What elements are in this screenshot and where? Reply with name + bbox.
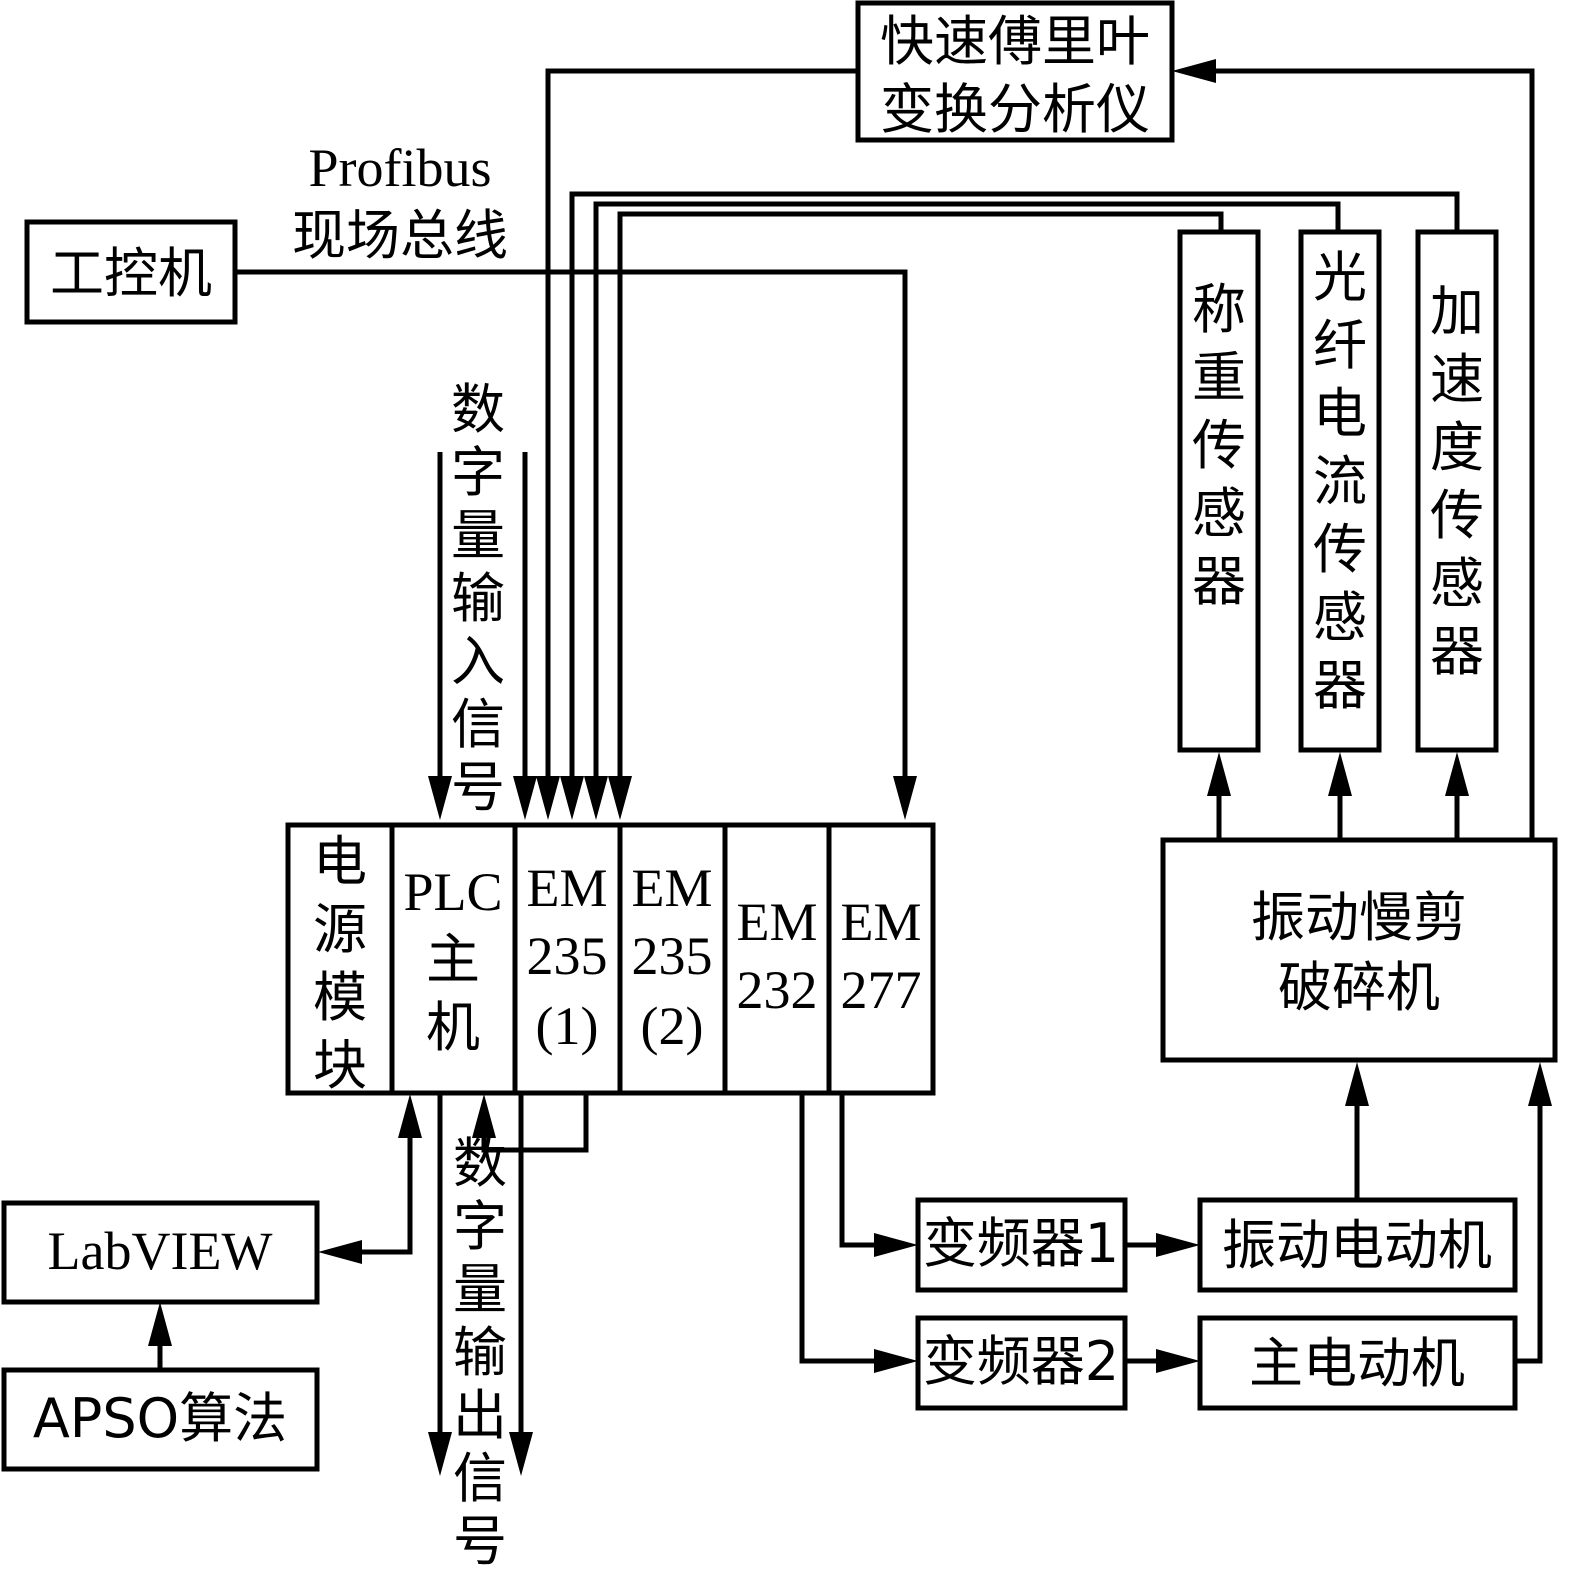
weighing-sensor-box: 称重传感器 xyxy=(1177,229,1261,753)
ipc-label: 工控机 xyxy=(50,242,212,305)
em232-to-inverter1-line xyxy=(839,1093,895,1248)
fft-analyzer-label-line1: 快速傅里叶 xyxy=(880,10,1150,73)
fieldbus-label: 现场总线 xyxy=(292,204,508,267)
apso-box: APSO算法 xyxy=(1,1367,320,1472)
arrow-accel xyxy=(560,776,584,820)
crusher-to-fft-line xyxy=(1195,68,1535,840)
arrow-digital-input-2 xyxy=(513,776,537,820)
fft-analyzer-label-line2: 变换分析仪 xyxy=(880,78,1150,141)
plc-rack: 电 源 模 块 PLC 主 机 EM 235 (1) EM 235 (2) EM… xyxy=(285,822,936,1097)
acceleration-sensor-label: 加速度传感器 xyxy=(1430,280,1484,683)
arrow-to-mainmotor xyxy=(1156,1349,1200,1373)
em235-2-label-1: EM xyxy=(632,858,713,918)
weighing-to-em235-line xyxy=(617,211,1224,800)
fiber-current-sensor-box: 光纤电流传感器 xyxy=(1298,229,1382,753)
accel-to-em235-line xyxy=(569,191,1460,800)
arrow-to-em277 xyxy=(893,776,917,820)
digital-output-label: 数字量输出信号 xyxy=(453,1132,507,1573)
arrow-fiber xyxy=(584,776,608,820)
fiber-to-em235-line xyxy=(593,201,1341,800)
profibus-label: Profibus xyxy=(308,138,491,198)
power-module-label-3: 模 xyxy=(313,966,367,1029)
labview-label: LabVIEW xyxy=(48,1221,273,1281)
arrow-loop-to-plc xyxy=(472,1094,496,1138)
arrow-weighing xyxy=(608,776,632,820)
arrow-to-inverter1 xyxy=(874,1233,918,1257)
profibus-line xyxy=(235,269,908,800)
fft-to-em235-line xyxy=(545,68,858,800)
connections xyxy=(148,59,1552,1476)
arrow-apso-to-labview xyxy=(148,1302,172,1346)
arrow-to-weighing xyxy=(1207,752,1231,796)
em232-to-inverter2-line xyxy=(799,1093,895,1364)
apso-label: APSO算法 xyxy=(33,1387,287,1450)
vibration-motor-label: 振动电动机 xyxy=(1222,1214,1492,1277)
em232-label-2: 232 xyxy=(737,960,818,1020)
inverter1-label: 变频器1 xyxy=(923,1212,1119,1275)
arrow-to-fiber xyxy=(1328,752,1352,796)
em235-2-label-2: 235 xyxy=(632,926,713,986)
power-module-label-1: 电 xyxy=(313,830,367,893)
plc-host-label-2: 主 xyxy=(426,928,480,991)
main-motor-label: 主电动机 xyxy=(1249,1332,1465,1395)
main-motor-box: 主电动机 xyxy=(1197,1315,1518,1411)
plc-host-label-1: PLC xyxy=(403,862,502,922)
plc-host-label-3: 机 xyxy=(426,996,480,1059)
em232-label-1: EM xyxy=(737,892,818,952)
power-module-label-2: 源 xyxy=(313,898,367,961)
arrow-digital-output-2 xyxy=(509,1432,533,1476)
inverter2-label: 变频器2 xyxy=(923,1330,1119,1393)
arrow-mainmotor-to-crusher xyxy=(1528,1062,1552,1106)
fiber-current-sensor-label: 光纤电流传感器 xyxy=(1313,246,1367,717)
em235-1-label-3: (1) xyxy=(536,996,599,1056)
inverter2-box: 变频器2 xyxy=(915,1315,1128,1411)
arrow-to-inverter2 xyxy=(874,1349,918,1373)
arrow-to-labview xyxy=(318,1240,362,1264)
em235-2-label-3: (2) xyxy=(641,996,704,1056)
acceleration-sensor-box: 加速度传感器 xyxy=(1415,229,1499,753)
vibration-motor-box: 振动电动机 xyxy=(1197,1197,1518,1293)
power-module-label-4: 块 xyxy=(313,1034,367,1097)
em235-1-label-1: EM xyxy=(527,858,608,918)
mainmotor-to-crusher-line xyxy=(1515,1085,1543,1364)
em277-label-2: 277 xyxy=(841,960,922,1020)
arrow-fft-to-em235 xyxy=(536,776,560,820)
crusher-label-line1: 振动慢剪 xyxy=(1251,886,1467,949)
labview-plc-line xyxy=(342,1116,413,1255)
arrow-to-accel xyxy=(1445,752,1469,796)
labview-box: LabVIEW xyxy=(1,1200,320,1305)
crusher-label-line2: 破碎机 xyxy=(1278,956,1440,1019)
fft-analyzer-box: 快速傅里叶 变换分析仪 xyxy=(855,0,1175,143)
inverter1-box: 变频器1 xyxy=(915,1197,1128,1293)
weighing-sensor-label: 称重传感器 xyxy=(1192,278,1246,613)
em277-label-1: EM xyxy=(841,892,922,952)
arrow-digital-output-1 xyxy=(428,1432,452,1476)
crusher-box: 振动慢剪 破碎机 xyxy=(1160,837,1558,1063)
arrow-vibmotor-to-crusher xyxy=(1345,1062,1369,1106)
em235-1-label-2: 235 xyxy=(527,926,608,986)
arrow-to-plc xyxy=(398,1094,422,1138)
digital-input-label: 数字量输入信号 xyxy=(451,378,505,819)
arrow-to-fft xyxy=(1172,59,1216,83)
arrow-digital-input xyxy=(428,776,452,820)
ipc-box: 工控机 xyxy=(24,219,238,325)
arrow-to-vibmotor xyxy=(1156,1233,1200,1257)
